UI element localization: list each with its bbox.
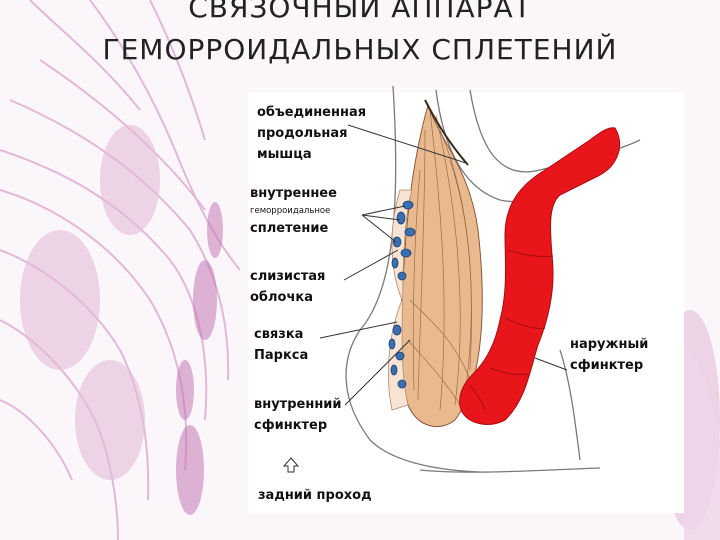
pointer-parks <box>320 322 397 338</box>
label-anus: задний проход <box>258 487 372 504</box>
label-parks-ligament-line-2: Паркса <box>254 347 308 364</box>
label-longitudinal-muscle-line-2: продольная <box>257 125 348 142</box>
label-external-sphincter-line-2: сфинктер <box>570 357 643 374</box>
external-sphincter <box>460 128 620 425</box>
label-internal-sphincter-line-1: внутренний <box>254 396 342 413</box>
pointer-external-sphincter <box>535 358 567 370</box>
label-plexus-line-1: внутреннее <box>250 185 337 202</box>
pointer-mucosa <box>344 250 398 280</box>
label-parks-ligament-line-1: связка <box>254 326 303 343</box>
label-mucosa-line-2: облочка <box>250 289 313 306</box>
label-plexus-line-3: сплетение <box>250 220 328 237</box>
lower-contour <box>420 468 600 472</box>
label-internal-sphincter-line-2: сфинктер <box>254 417 327 434</box>
label-external-sphincter-line-1: наружный <box>570 336 648 353</box>
label-longitudinal-muscle-line-3: мышца <box>257 146 312 163</box>
label-longitudinal-muscle-line-1: объединенная <box>257 104 366 121</box>
label-mucosa-line-1: слизистая <box>250 268 325 285</box>
label-plexus-line-2: геморроидальное <box>250 206 330 217</box>
arrow-up-icon <box>284 458 298 472</box>
